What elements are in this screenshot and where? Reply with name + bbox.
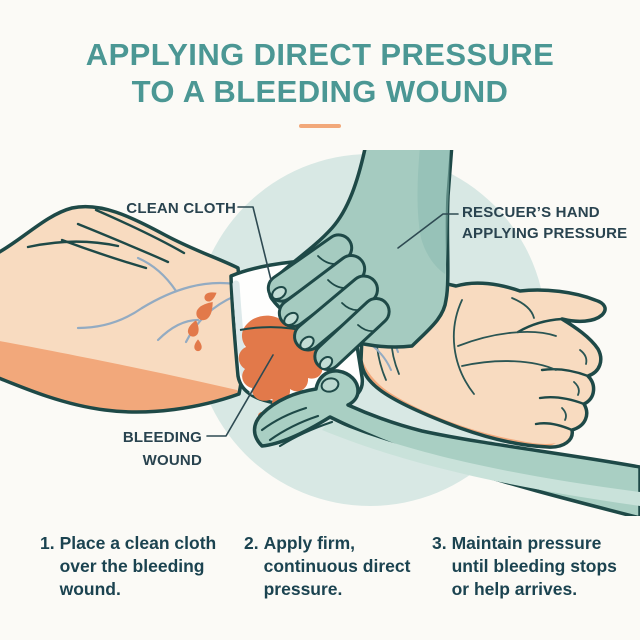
step-text-2: Apply firm, continuous direct pressure.	[263, 533, 411, 599]
step-text-1: Place a clean cloth over the bleeding wo…	[59, 533, 217, 599]
top-hand-fingers	[266, 233, 391, 372]
title-divider	[299, 124, 341, 128]
leader-line-rescuer-hand	[397, 213, 459, 249]
support-finger-lines	[260, 403, 414, 448]
step-item-2: 2. Apply firm, continuous direct pressur…	[244, 532, 416, 601]
step-text-3: Maintain pressure until bleeding stops o…	[451, 533, 617, 599]
rescuer-hand-label-line1: RESCUER’S HAND	[462, 204, 600, 221]
thumb-nail	[320, 377, 340, 393]
knuckle-lines	[317, 255, 375, 333]
top-hand-nails	[271, 285, 334, 371]
step-number-1: 1.	[40, 533, 55, 553]
page-title-line2: TO A BLEEDING WOUND	[131, 74, 509, 109]
support-arm-highlight	[322, 420, 640, 506]
clean-cloth-label: CLEAN CLOTH	[96, 198, 236, 219]
leader-line-bleeding-wound	[206, 354, 274, 437]
instruction-steps: 1. Place a clean cloth over the bleeding…	[0, 532, 640, 601]
leader-line-clean-cloth	[237, 206, 272, 281]
clean-cloth-label-text: CLEAN CLOTH	[126, 200, 236, 217]
step-item-1: 1. Place a clean cloth over the bleeding…	[40, 532, 222, 601]
blood-droplets	[187, 292, 217, 352]
injured-arm	[0, 204, 246, 414]
bleeding-wound-label-line2: WOUND	[142, 452, 202, 469]
rescuer-hand-label-line2: APPLYING PRESSURE	[462, 225, 628, 242]
rescuer-top-hand	[266, 150, 454, 372]
page-title-line1: APPLYING DIRECT PRESSURE	[85, 37, 555, 72]
step-item-3: 3. Maintain pressure until bleeding stop…	[432, 532, 632, 601]
bleeding-wound-label: BLEEDING WOUND	[60, 426, 202, 472]
rescuer-hand-label: RESCUER’S HAND APPLYING PRESSURE	[462, 202, 634, 244]
arm-crease-lines	[26, 208, 186, 270]
rescuer-support-hand	[252, 369, 640, 516]
top-hand-shading	[417, 150, 450, 274]
bleeding-wound-label-line1: BLEEDING	[122, 429, 202, 446]
step-number-3: 3.	[432, 533, 447, 553]
finger-lines	[516, 317, 590, 432]
step-number-2: 2.	[244, 533, 259, 553]
page-title: APPLYING DIRECT PRESSURE TO A BLEEDING W…	[0, 36, 640, 110]
